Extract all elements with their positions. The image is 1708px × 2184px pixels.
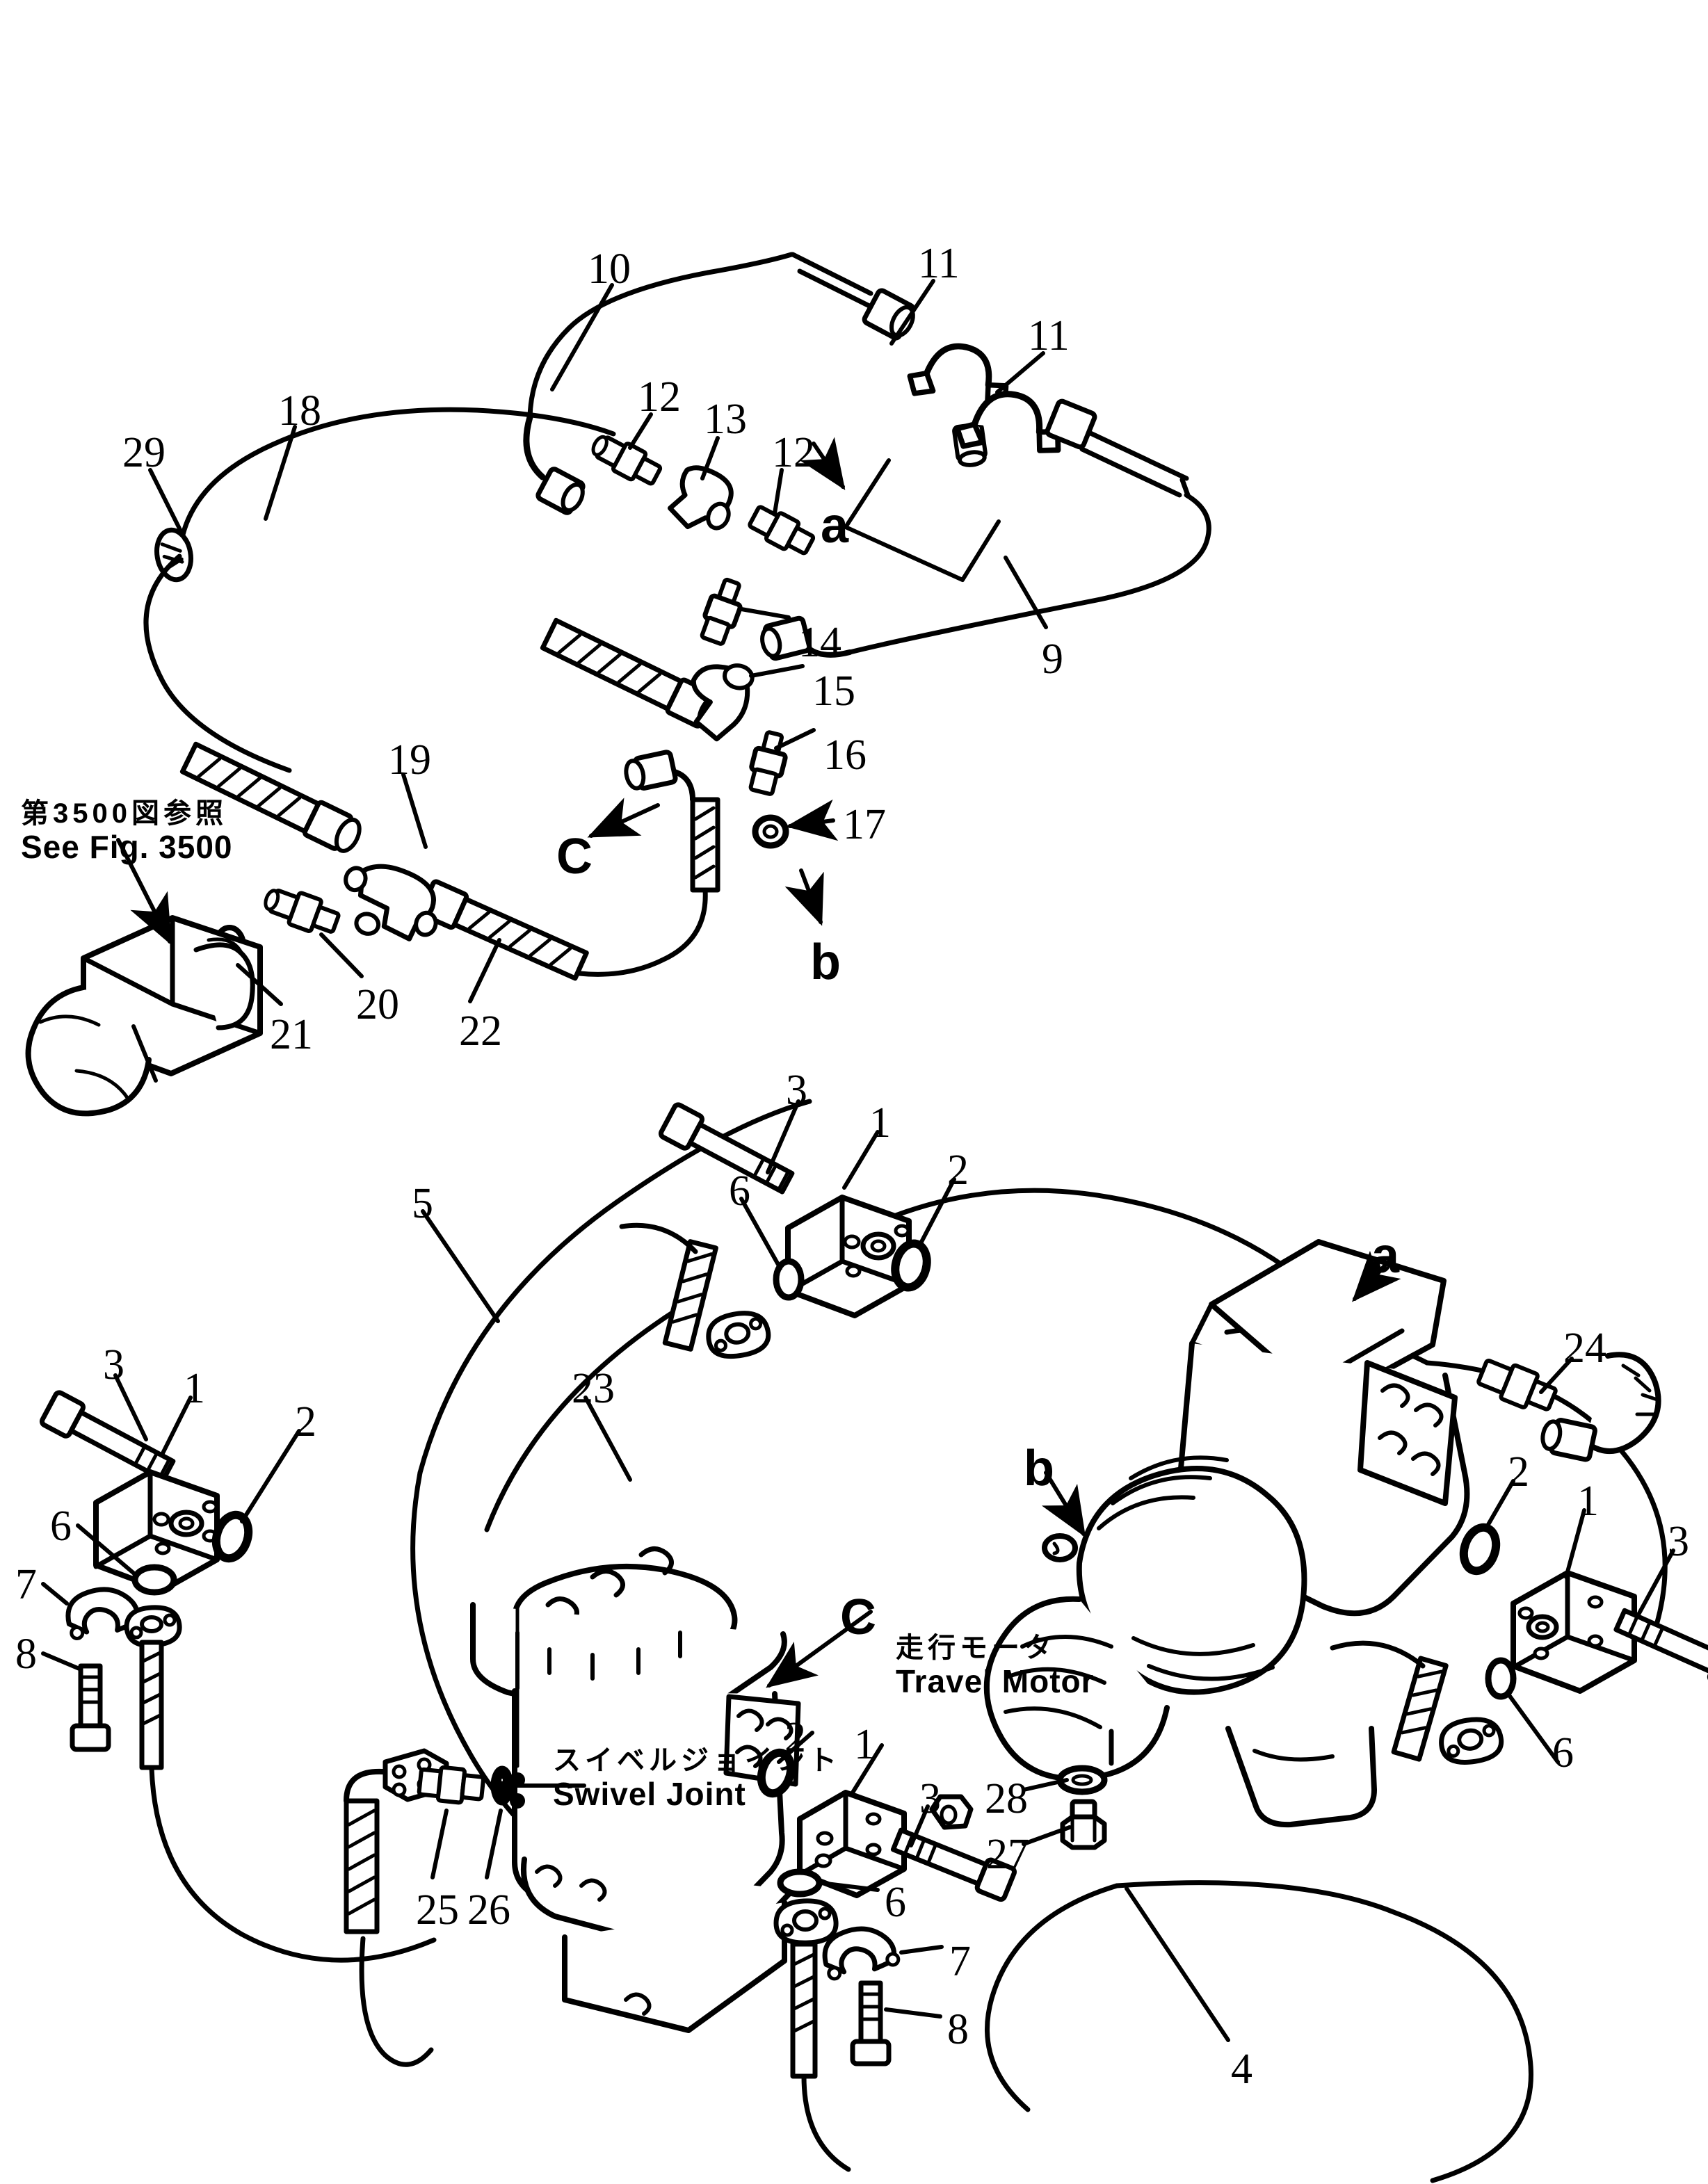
callout-see-fig-3500-en: See Fig. 3500 <box>21 828 233 865</box>
callout-travel-motor-en: Travel Motor <box>896 1663 1095 1699</box>
item-number-1-swivel: 1 <box>854 1721 876 1768</box>
callout-see-fig-3500: 第3500図参照 See Fig. 3500 <box>21 798 233 865</box>
item-number-6-top: 6 <box>729 1167 750 1215</box>
item-number-3-left: 3 <box>103 1341 124 1389</box>
item-number-b-motor: b <box>1024 1441 1054 1496</box>
item-number-10: 10 <box>588 245 631 293</box>
item-number-25: 25 <box>416 1886 459 1934</box>
item-number-19: 19 <box>388 736 431 784</box>
item-number-24: 24 <box>1563 1325 1606 1372</box>
item-number-21: 21 <box>270 1011 313 1058</box>
callout-travel-motor-jp: 走行モータ <box>896 1633 1056 1663</box>
item-number-6-left: 6 <box>50 1503 72 1550</box>
callout-swivel-joint: スイベルジョイント Swivel Joint <box>553 1745 841 1812</box>
item-number-3-top: 3 <box>786 1067 807 1114</box>
item-number-15: 15 <box>812 668 855 715</box>
callout-see-fig-3500-jp: 第3500図参照 <box>21 798 227 829</box>
callout-travel-motor: 走行モータ Travel Motor <box>896 1633 1095 1699</box>
item-number-8-bottom: 8 <box>947 2006 969 2053</box>
callout-swivel-joint-jp: スイベルジョイント <box>553 1745 841 1776</box>
item-number-7-left: 7 <box>15 1561 37 1608</box>
item-number-29: 29 <box>122 429 166 476</box>
item-number-17: 17 <box>843 801 886 848</box>
item-number-2-left: 2 <box>295 1398 316 1446</box>
item-number-26: 26 <box>467 1886 510 1934</box>
item-number-1-left: 1 <box>184 1365 205 1412</box>
item-number-23: 23 <box>572 1365 615 1412</box>
item-number-c-top: C <box>556 829 593 884</box>
item-number-13: 13 <box>704 396 747 443</box>
item-number-1-right: 1 <box>1577 1478 1599 1525</box>
item-number-11b: 11 <box>1028 312 1070 359</box>
item-number-6-bottom: 6 <box>885 1879 906 1926</box>
item-number-2-swivel: 2 <box>784 1714 806 1761</box>
item-number-11a: 11 <box>918 240 960 287</box>
item-number-6-right: 6 <box>1552 1729 1574 1777</box>
item-number-20: 20 <box>356 981 399 1028</box>
item-number-3-right: 3 <box>1668 1518 1689 1565</box>
item-number-14: 14 <box>798 619 841 666</box>
callout-swivel-joint-en: Swivel Joint <box>553 1775 746 1812</box>
item-number-7-bottom: 7 <box>949 1938 971 1985</box>
item-number-12b: 12 <box>772 429 815 476</box>
item-number-12a: 12 <box>638 373 681 421</box>
item-number-4: 4 <box>1231 2046 1252 2093</box>
item-number-a-motor: a <box>1371 1228 1400 1284</box>
item-number-18: 18 <box>278 387 321 435</box>
item-number-27: 27 <box>986 1831 1029 1878</box>
item-number-b-top: b <box>810 935 841 990</box>
item-number-2-right: 2 <box>1508 1448 1529 1496</box>
item-number-28: 28 <box>985 1775 1028 1822</box>
item-number-5: 5 <box>412 1180 433 1227</box>
item-number-c-swivel: C <box>840 1590 876 1645</box>
item-number-3-swivel: 3 <box>919 1775 941 1822</box>
item-number-9: 9 <box>1042 636 1063 683</box>
item-number-1-top: 1 <box>869 1099 891 1147</box>
item-number-2-top: 2 <box>947 1147 969 1194</box>
item-number-8-left: 8 <box>15 1631 37 1678</box>
item-number-22: 22 <box>459 1008 502 1055</box>
item-number-a-top: a <box>821 498 849 553</box>
item-number-16: 16 <box>823 731 867 779</box>
